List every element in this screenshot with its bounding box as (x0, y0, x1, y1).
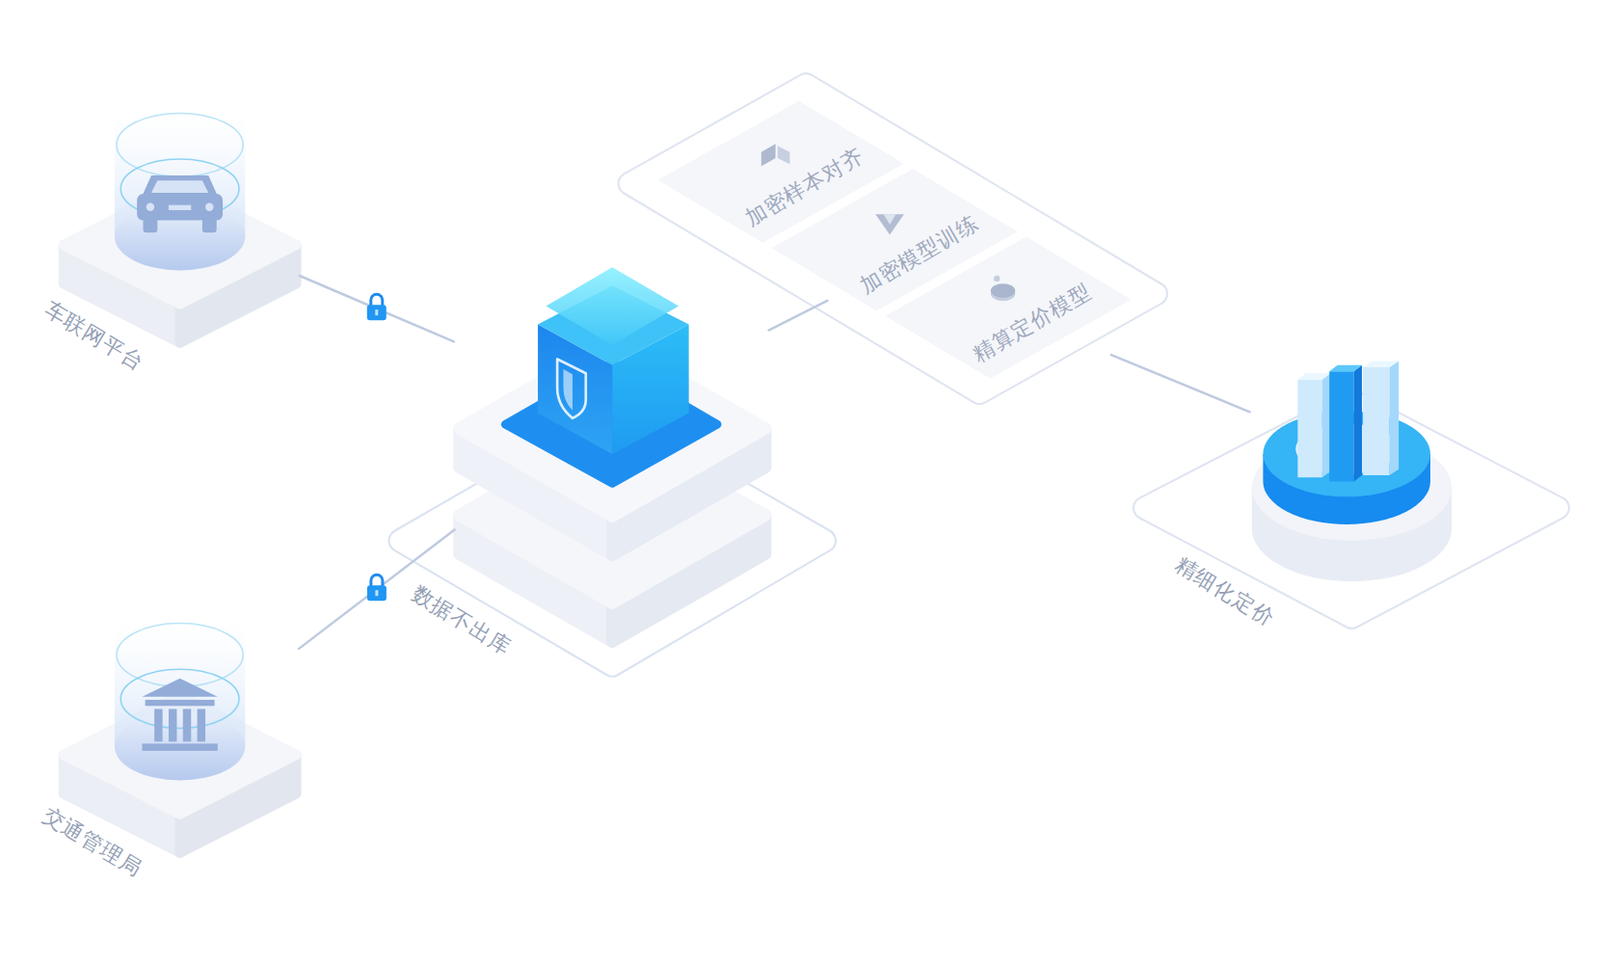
model-shape (883, 213, 897, 225)
process-item: 精算定价模型 (962, 272, 1103, 374)
node-label: 数据不出库 (406, 581, 515, 661)
lock-body (367, 304, 387, 320)
bank-column (154, 708, 162, 742)
bank-column (183, 708, 191, 742)
bar-top (1297, 373, 1331, 379)
label-group: 精算定价模型 (968, 278, 1097, 368)
platform-node: 精细化定价 (1254, 357, 1449, 552)
car-icon (136, 175, 223, 233)
bar-top (1362, 361, 1399, 368)
bank-roof (141, 678, 217, 697)
panel-fill (629, 84, 1156, 394)
label-group: 加密样本对齐 (741, 142, 870, 232)
platform-node: 车联网平台 (63, 111, 296, 337)
lock-keyhole (374, 309, 378, 316)
bank-column (168, 708, 177, 742)
car-window (151, 180, 209, 193)
bar-side (1354, 365, 1362, 482)
label-group: 数据不出库 (406, 581, 515, 661)
car-light (205, 203, 214, 212)
car-roof (141, 175, 217, 196)
platform-node: 数据不出库 (458, 266, 766, 551)
bar-chart (1297, 361, 1399, 482)
lock-icon (367, 293, 387, 320)
car-plate (168, 205, 191, 211)
label-group: 交通管理局 (37, 803, 146, 883)
grid-block (761, 143, 776, 166)
label-group: 加密模型训练 (854, 210, 984, 299)
shield-icon (562, 369, 573, 410)
node-label: 精算定价模型 (968, 278, 1097, 368)
connector-line (769, 300, 828, 331)
connector-line (1111, 354, 1251, 412)
bar-front (1329, 371, 1354, 481)
platform-node: 交通管理局 (63, 627, 296, 853)
bar-top (1329, 365, 1362, 372)
lock-body (367, 585, 387, 601)
bank-icon (141, 678, 217, 751)
glow-plate (546, 266, 680, 345)
bank-beam (145, 699, 215, 706)
bar-side (1389, 361, 1400, 477)
connector-line (299, 275, 454, 342)
platform (63, 622, 296, 854)
pricing-disc (990, 283, 1015, 298)
car-body (136, 193, 223, 221)
car-wheel (143, 217, 159, 233)
node-label: 加密模型训练 (854, 210, 984, 299)
model-shape (875, 213, 905, 235)
process-item: 加密样本对齐 (735, 136, 876, 238)
car-wheel (202, 217, 217, 233)
pricing-dot (993, 275, 1000, 282)
bank-column (197, 708, 206, 742)
bar-front (1297, 379, 1322, 479)
car-light (146, 203, 155, 212)
process-item: 加密模型训练 (850, 204, 990, 305)
lock-shackle (371, 574, 383, 587)
node-label: 车联网平台 (39, 297, 148, 377)
node-label: 加密样本对齐 (741, 142, 870, 232)
lock-shackle (371, 293, 383, 306)
node-label: 交通管理局 (37, 803, 146, 883)
lock-keyhole (374, 589, 378, 596)
bar-front (1362, 367, 1390, 476)
shield-icon (557, 358, 587, 418)
label-group: 精细化定价 (1170, 552, 1279, 632)
bank-base (141, 743, 217, 750)
bar-side (1322, 373, 1331, 478)
node-label: 精细化定价 (1170, 552, 1279, 632)
grid-block (777, 145, 791, 164)
model-icon (875, 213, 905, 235)
panel-outline (629, 84, 1156, 394)
pricing-icon (990, 275, 1015, 301)
lock-icon (367, 574, 387, 601)
grid-icon (761, 143, 791, 166)
label-group: 车联网平台 (39, 297, 148, 377)
platform (63, 111, 296, 343)
